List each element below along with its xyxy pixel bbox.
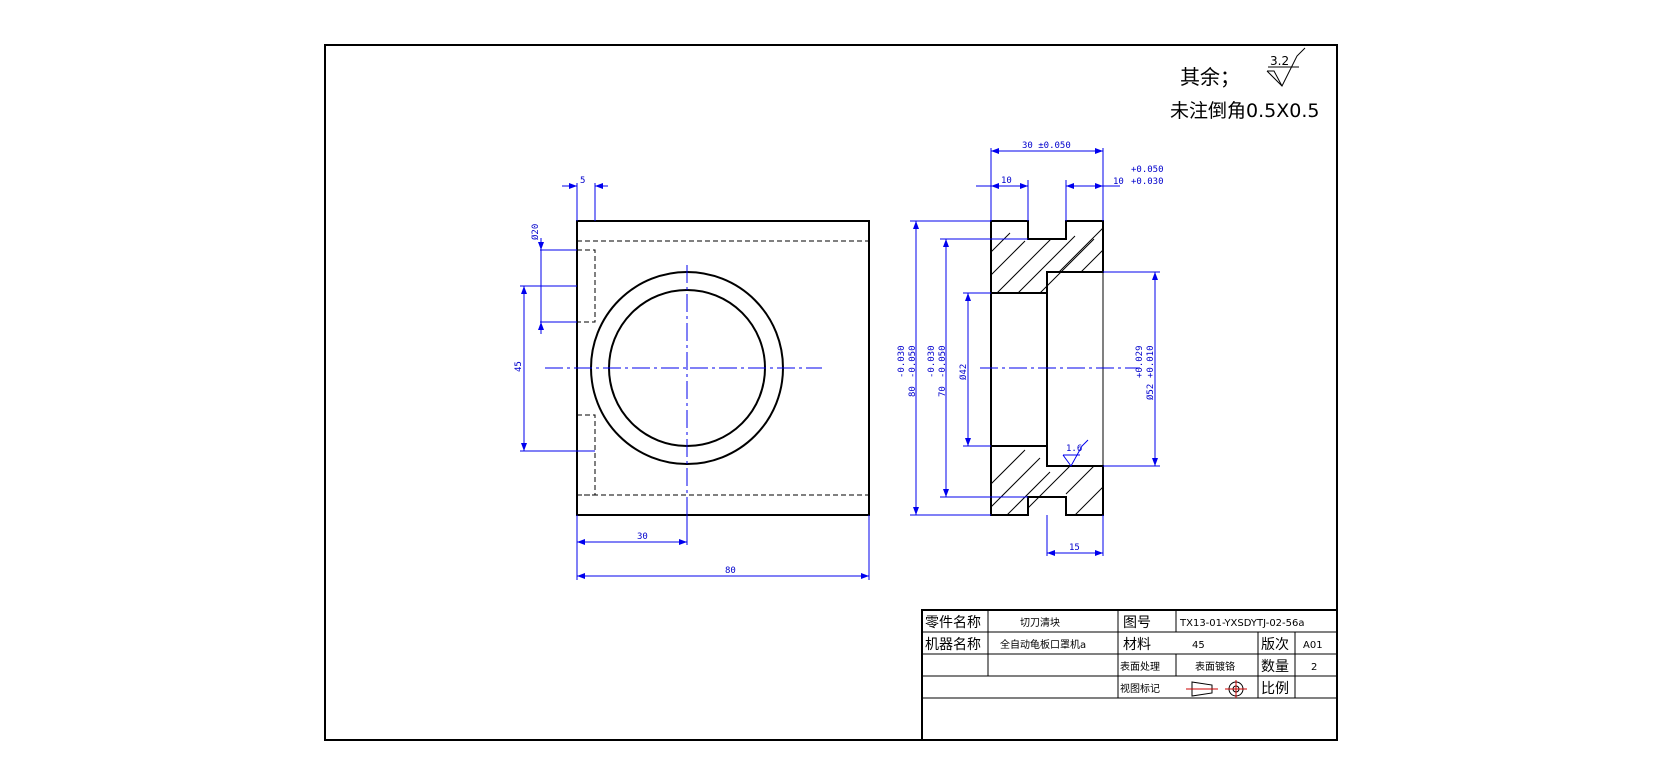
scale-label: 比例 <box>1261 681 1289 697</box>
hidden-hole-top <box>576 249 596 323</box>
hidden-hole-bottom <box>576 414 596 496</box>
material: 45 <box>1192 640 1205 651</box>
dim-hole-dia: Ø20 <box>530 224 541 240</box>
dim-height-80-tol-upper: -0.030 <box>897 345 907 378</box>
material-label: 材料 <box>1123 637 1151 653</box>
roughness-16-symbol-icon <box>1062 439 1089 467</box>
dim-total-length: 30 ±0.050 <box>1022 141 1071 151</box>
roughness-16: 1.6 <box>1066 444 1082 454</box>
machine-name: 全自动龟板口罩机a <box>1000 638 1086 651</box>
section-view: 30 ±0.050 10 10 +0.050 +0.030 80 -0.030 … <box>897 141 1164 556</box>
dim-bore-52: Ø52 <box>1145 384 1156 400</box>
dim-right-land: 10 <box>1113 177 1124 187</box>
drawing-no: TX13-01-YXSDYTJ-02-56a <box>1179 618 1305 629</box>
dim-left-land: 10 <box>1001 176 1012 186</box>
title-block: 零件名称 切刀清块 图号 TX13-01-YXSDYTJ-02-56a 机器名称… <box>921 609 1338 741</box>
dim-bore-42: Ø42 <box>958 364 969 380</box>
part-name-label: 零件名称 <box>925 615 981 631</box>
dim-slot-width: 5 <box>580 176 585 186</box>
dim-bore-52-tol-upper: +0.029 <box>1135 345 1145 378</box>
dim-center-offset: 30 <box>637 532 648 542</box>
dim-counterbore-depth: 15 <box>1069 543 1080 553</box>
projection-symbol-icon <box>1186 680 1247 698</box>
dim-bore-52-tol-lower: +0.010 <box>1146 345 1156 378</box>
revision: A01 <box>1303 640 1323 651</box>
surface-treatment: 表面镀铬 <box>1195 660 1235 673</box>
front-view: 5 Ø20 45 30 80 <box>514 176 870 580</box>
dim-height-70-tol-upper: -0.030 <box>927 345 937 378</box>
quantity-label: 数量 <box>1261 659 1289 675</box>
remaining-roughness-value: 3.2 <box>1270 54 1289 68</box>
dim-right-land-tol-upper: +0.050 <box>1131 165 1164 175</box>
dim-right-land-tol-lower: +0.030 <box>1131 177 1164 187</box>
dim-height-80-tol-lower: -0.050 <box>908 345 918 378</box>
drawing-frame <box>324 44 1338 741</box>
dim-hole-spacing: 45 <box>514 361 524 372</box>
view-mark-label: 视图标记 <box>1120 682 1160 695</box>
hatch-lower <box>990 449 1104 516</box>
general-notes: 其余； 3.2 未注倒角0.5X0.5 <box>1170 47 1319 122</box>
chamfer-note: 未注倒角0.5X0.5 <box>1170 100 1319 122</box>
quantity: 2 <box>1311 662 1317 673</box>
remaining-roughness-label: 其余； <box>1180 65 1240 89</box>
part-name: 切刀清块 <box>1020 616 1060 629</box>
dim-overall-width: 80 <box>725 566 736 576</box>
dim-height-70: 70 <box>938 386 948 397</box>
dim-height-70-tol-lower: -0.050 <box>938 345 948 378</box>
drawing-no-label: 图号 <box>1123 615 1151 631</box>
dim-height-80: 80 <box>908 386 918 397</box>
roughness-symbol-icon <box>1266 47 1306 87</box>
revision-label: 版次 <box>1261 637 1289 653</box>
machine-name-label: 机器名称 <box>925 637 981 653</box>
surface-treatment-label: 表面处理 <box>1120 660 1160 673</box>
hatch-upper <box>990 227 1104 294</box>
